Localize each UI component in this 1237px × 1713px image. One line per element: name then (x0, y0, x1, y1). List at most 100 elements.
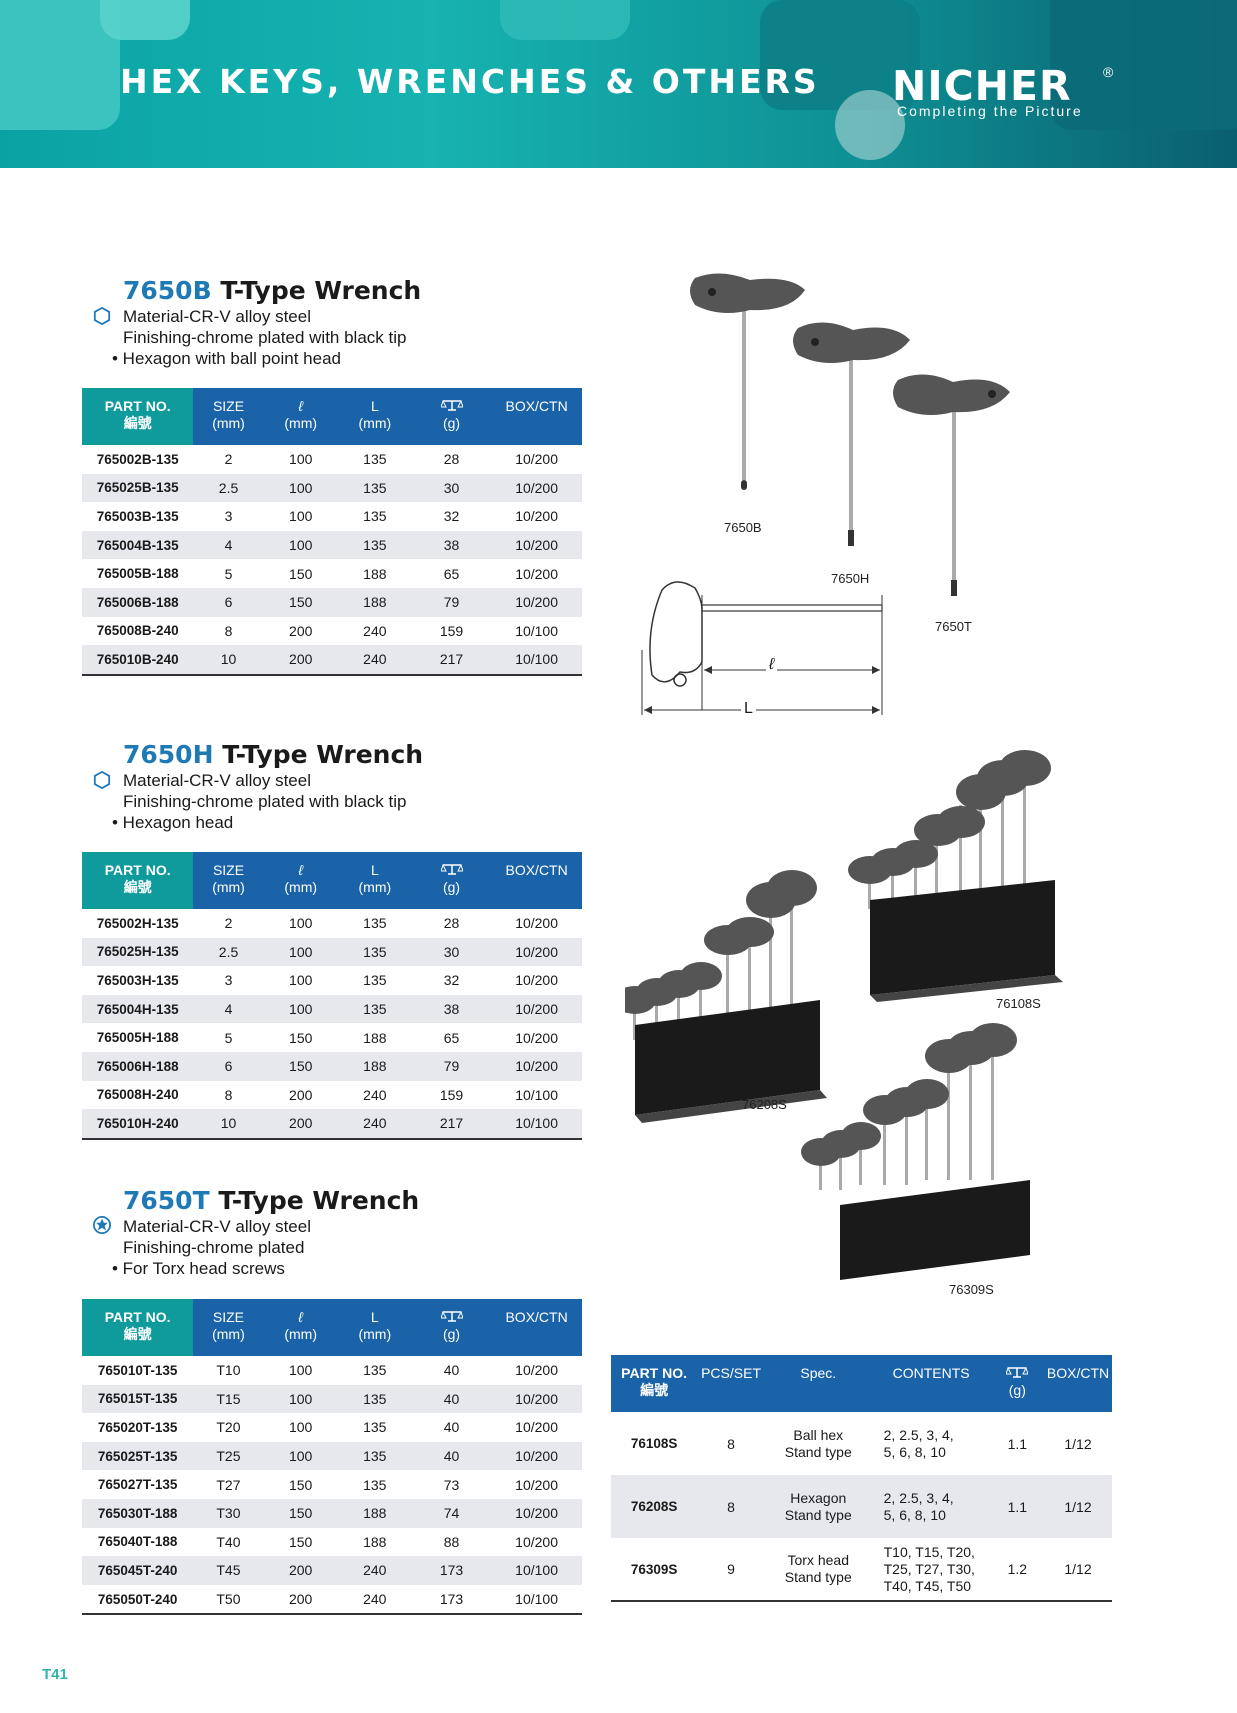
section-name: T-Type Wrench (222, 740, 424, 769)
col-l-big-label: L (370, 1309, 379, 1325)
box-cell: 10/200 (515, 508, 559, 525)
box-cell: 10/200 (515, 1419, 558, 1436)
l-small-cell: 100 (289, 915, 313, 932)
section-code: 7650H (123, 740, 214, 769)
wrench-label: 7650H (831, 571, 870, 586)
weight-cell: 159 (439, 622, 464, 639)
puzzle-piece-decoration (100, 0, 190, 40)
weight-cell: 40 (443, 1448, 460, 1465)
l-big-cell: 135 (363, 915, 387, 932)
col-size-label: SIZE (212, 1309, 244, 1325)
size-cell: 2 (224, 915, 233, 932)
col-part-no: PART NO.編號 (82, 388, 194, 445)
l-small-cell: 200 (263, 1584, 338, 1616)
col-size-label: SIZE (212, 398, 245, 414)
contents-line: 5, 6, 8, 10 (883, 1506, 946, 1523)
size-cell: T10 (216, 1362, 241, 1379)
size-cell: T27 (216, 1476, 241, 1493)
size-cell: T45 (216, 1562, 241, 1579)
box-cell: 10/100 (515, 1086, 559, 1103)
part-no-cell: 765004B-135 (96, 537, 179, 553)
l-small-cell: 150 (288, 1476, 313, 1493)
l-big-cell: 240 (363, 1086, 387, 1103)
l-big-cell: 135 (363, 451, 387, 468)
part-no-cell: 765006H-188 (96, 1058, 179, 1074)
scale-icon (439, 1310, 464, 1322)
box-cell: 10/100 (491, 645, 582, 676)
col-part-no-cn: 編號 (123, 415, 152, 431)
size-cell: 8 (224, 1086, 233, 1103)
part-no-cell: 765010B-240 (82, 645, 194, 676)
l-big-cell: 188 (363, 594, 387, 611)
weight-cell: 32 (443, 508, 460, 525)
part-no-cell: 765045T-240 (97, 1562, 178, 1578)
weight-cell: 88 (443, 1533, 460, 1550)
part-no-cell: 765050T-240 (82, 1584, 194, 1616)
desc-bullet: • For Torx head screws (112, 1259, 285, 1278)
weight-cell: 79 (443, 1058, 460, 1075)
col-part-no-label: PART NO. (104, 1309, 171, 1325)
col-contents: CONTENTS (871, 1355, 991, 1412)
l-small-cell: 100 (289, 451, 313, 468)
part-no-cell: 765002B-135 (96, 451, 179, 467)
col-pcs: PCS/SET (697, 1355, 765, 1412)
t-wrench-illustration (641, 273, 1010, 715)
l-small-cell: 200 (288, 1562, 313, 1579)
col-box: BOX/CTN (491, 1299, 582, 1356)
part-no-cell: 765003B-135 (96, 508, 179, 524)
box-cell: 10/200 (515, 1029, 559, 1046)
l-small-cell: 100 (289, 537, 313, 554)
l-big-cell: 135 (363, 1419, 387, 1436)
header-banner (0, 0, 1237, 168)
col-weight-unit: (g) (442, 1326, 461, 1342)
l-small-cell: 100 (289, 1001, 313, 1018)
weight-cell: 40 (443, 1362, 460, 1379)
puzzle-piece-decoration (500, 0, 630, 40)
weight-cell: 30 (443, 479, 460, 496)
col-l-small-label: ℓ (298, 1309, 303, 1325)
l-big-cell: 135 (363, 1001, 387, 1018)
set-label: 76309S (949, 1282, 994, 1297)
section-code: 7650B (123, 276, 212, 305)
l-small-cell: 100 (288, 1419, 313, 1436)
box-cell: 1/12 (1064, 1435, 1092, 1452)
col-l-small-unit: (mm) (284, 1326, 317, 1342)
section-name: T-Type Wrench (218, 1186, 420, 1215)
col-l-small-unit: (mm) (284, 879, 318, 895)
l-big-cell: 188 (363, 1505, 387, 1522)
col-size: SIZE(mm) (193, 388, 264, 445)
l-small-cell: 150 (289, 565, 313, 582)
l-big-cell: 135 (363, 943, 387, 960)
l-big-cell: 135 (363, 479, 387, 496)
section-description: Material-CR-V alloy steel Finishing-chro… (112, 770, 406, 833)
l-small-cell: 100 (289, 508, 313, 525)
weight-cell: 38 (443, 1001, 460, 1018)
l-big-cell: 188 (363, 565, 387, 582)
l-big-cell: 240 (337, 645, 412, 676)
spec-line: Ball hex (793, 1426, 844, 1443)
l-small-cell: 150 (289, 1058, 313, 1075)
weight-cell: 40 (443, 1419, 460, 1436)
desc-bullet: • Hexagon with ball point head (112, 349, 341, 368)
hexagon-icon (93, 307, 111, 325)
part-no-cell: 76108S (630, 1436, 678, 1451)
set-label: 76208S (742, 1097, 787, 1112)
contents-line: T25, T27, T30, (883, 1560, 975, 1577)
part-no-cell: 765010T-135 (97, 1362, 178, 1378)
pcs-cell: 8 (727, 1498, 735, 1515)
part-no-cell: 765003H-135 (96, 972, 179, 988)
contents-cell: 2, 2.5, 3, 4,5, 6, 8, 10 (872, 1475, 991, 1538)
l-small-cell: 100 (288, 1390, 313, 1407)
size-cell: 2.5 (218, 479, 239, 496)
col-weight: (g) (990, 1355, 1045, 1412)
col-part-no-label: PART NO. (104, 398, 171, 414)
part-no-cell: 765025T-135 (97, 1448, 178, 1464)
part-no-cell: 76309S (611, 1538, 698, 1602)
